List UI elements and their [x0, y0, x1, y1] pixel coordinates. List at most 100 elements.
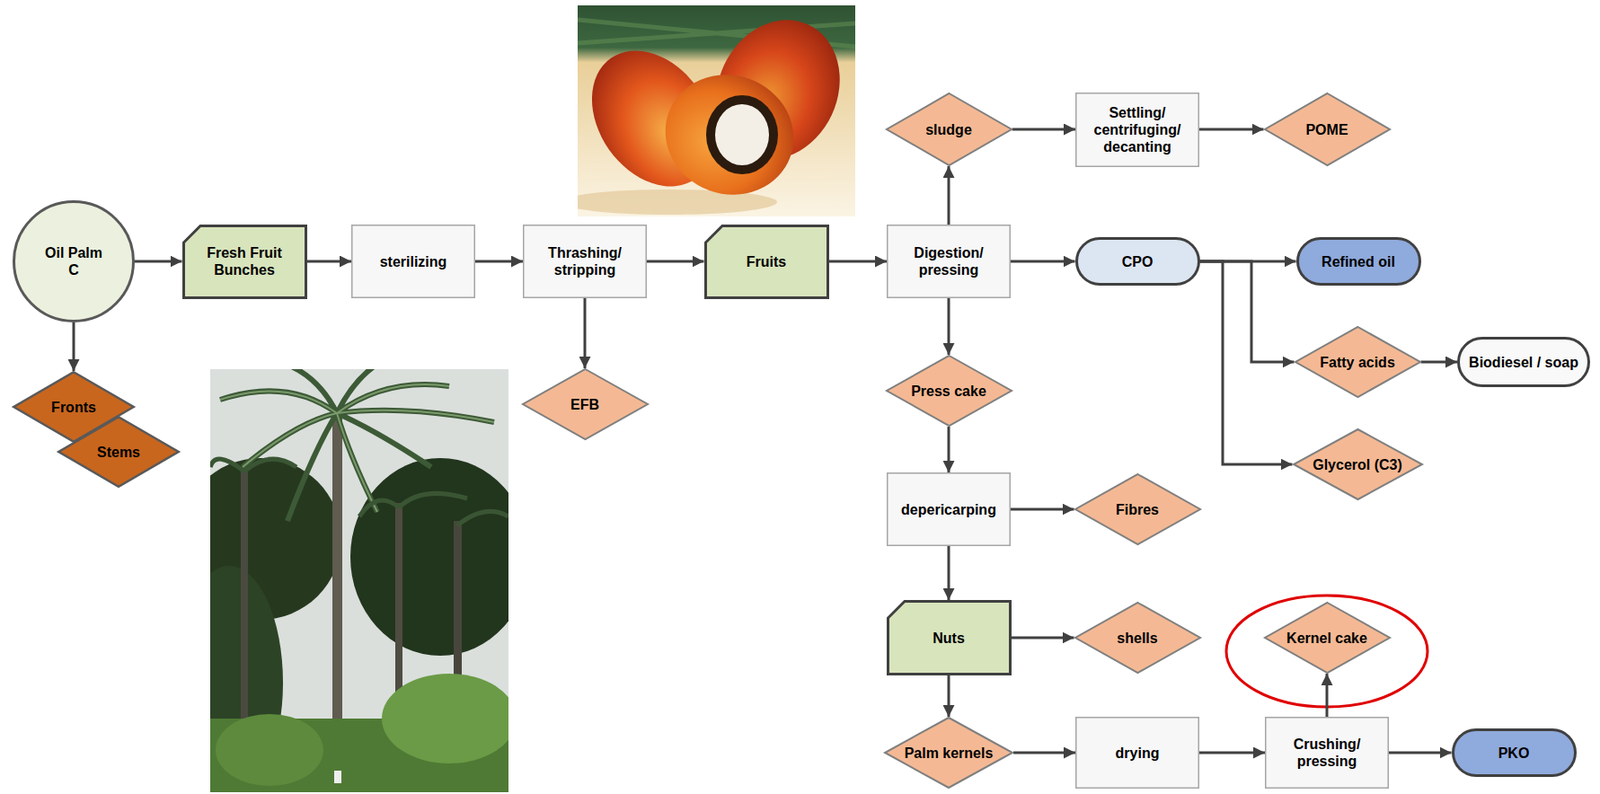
node-label: drying	[1115, 744, 1160, 762]
node-label: Refined oil	[1321, 253, 1396, 271]
process-box-outline	[522, 224, 647, 299]
process-box-outline	[886, 224, 1011, 299]
flow-arrow	[1012, 128, 1077, 132]
process-box: Digestion/ pressing	[886, 224, 1011, 299]
material-card: Fresh Fruit Bunches	[182, 224, 308, 300]
product-terminator: PKO	[1451, 728, 1577, 778]
flow-arrow	[583, 298, 587, 369]
source-circle: Oil Palm C	[12, 200, 135, 323]
process-box-shape	[523, 225, 647, 299]
process-box: Crushing/ pressing	[1264, 716, 1389, 789]
node-label: Biodiesel / soap	[1468, 353, 1579, 372]
marker-post	[334, 770, 342, 784]
product-terminator-shape	[1452, 730, 1575, 777]
node-label: Stems	[97, 443, 141, 461]
process-box: Settling/ centrifuging/ decanting	[1075, 92, 1200, 168]
flow-arrow	[72, 322, 76, 372]
node-label: Fruits	[746, 253, 787, 271]
product-diamond-shape	[886, 93, 1012, 166]
node-label: sterilizing	[380, 253, 448, 271]
process-box-shape	[1076, 717, 1200, 789]
flow-arrow	[1200, 261, 1295, 363]
flow-arrow	[1325, 673, 1329, 717]
source-circle-shape	[14, 202, 134, 322]
product-diamond: sludge	[885, 92, 1013, 167]
flow-arrow	[947, 166, 951, 225]
trunk	[240, 467, 248, 755]
node-label: EFB	[570, 396, 600, 414]
flow-arrow	[1010, 508, 1075, 512]
node-label: Digestion/ pressing	[895, 244, 1002, 279]
product-diamond: shells	[1074, 601, 1202, 674]
node-label: POME	[1305, 121, 1348, 139]
process-box-shape	[1076, 92, 1200, 167]
node-label: Nuts	[932, 629, 965, 647]
product-diamond-shape	[1075, 474, 1201, 545]
product-diamond-shape	[1075, 602, 1201, 673]
flow-arrow	[947, 298, 951, 355]
residue-diamond: Stems	[57, 415, 180, 488]
node-label: Glycerol (C3)	[1312, 456, 1403, 474]
process-box-shape	[887, 225, 1011, 299]
process-box-outline	[1264, 716, 1389, 789]
material-card-shape	[887, 601, 1010, 675]
flow-arrow	[1200, 261, 1293, 465]
product-diamond: Palm kernels	[883, 716, 1014, 789]
flow-arrow	[475, 260, 523, 264]
flow-arrow	[1421, 361, 1459, 364]
kernel-shell	[706, 95, 778, 175]
node-label: Fresh Fruit Bunches	[191, 244, 299, 279]
product-terminator-shape	[1458, 338, 1590, 387]
bush	[381, 673, 509, 764]
kernel	[715, 104, 770, 166]
cut-palm-fruit	[648, 56, 811, 213]
node-label: Kernel cake	[1286, 629, 1368, 647]
source-circle-outline	[12, 200, 135, 323]
product-diamond: Press cake	[885, 354, 1013, 427]
process-box: Thrashing/ stripping	[522, 224, 647, 299]
material-card-shape	[183, 225, 306, 298]
residue-diamond-shape	[58, 416, 179, 487]
flow-arrow	[947, 546, 951, 601]
process-box-shape	[352, 225, 476, 299]
node-label: shells	[1116, 629, 1158, 647]
material-card: Fruits	[704, 224, 830, 300]
trunk	[332, 411, 343, 771]
palm-fronds	[220, 369, 495, 522]
flow-arrow	[1011, 636, 1075, 640]
flow-arrow	[1199, 128, 1265, 132]
node-label: PKO	[1498, 744, 1530, 762]
flow-arrow	[1388, 751, 1452, 755]
node-label: sludge	[925, 121, 973, 139]
product-diamond-shape	[522, 369, 648, 440]
oil-palm-photo	[210, 369, 509, 793]
product-diamond: Kernel cake	[1264, 601, 1391, 674]
flow-arrow	[134, 260, 183, 264]
process-box-shape	[1265, 717, 1389, 789]
flow-arrow	[947, 675, 951, 717]
node-label: depericarping	[901, 501, 997, 519]
palm-fruit-photo	[577, 5, 856, 217]
product-terminator: Biodiesel / soap	[1457, 336, 1591, 388]
product-diamond: Glycerol (C3)	[1292, 428, 1424, 501]
product-diamond: Fibres	[1074, 473, 1202, 546]
flow-arrow	[947, 426, 951, 473]
process-box: depericarping	[886, 472, 1011, 547]
product-diamond-shape	[886, 355, 1012, 426]
node-label: CPO	[1122, 253, 1154, 271]
material-card-shape	[705, 225, 828, 298]
product-diamond-shape	[1264, 602, 1390, 673]
canopy	[350, 458, 509, 656]
flow-arrow	[1010, 260, 1076, 264]
product-terminator-shape	[1076, 238, 1199, 285]
node-label: Oil Palm C	[40, 244, 107, 279]
process-box-shape	[887, 473, 1011, 547]
product-diamond-shape	[1295, 327, 1421, 398]
flow-arrow	[307, 260, 353, 264]
product-terminator-shape	[1297, 238, 1420, 285]
product-diamond: POME	[1264, 92, 1391, 167]
process-box: sterilizing	[351, 224, 476, 299]
node-label: Settling/ centrifuging/ decanting	[1084, 104, 1191, 156]
